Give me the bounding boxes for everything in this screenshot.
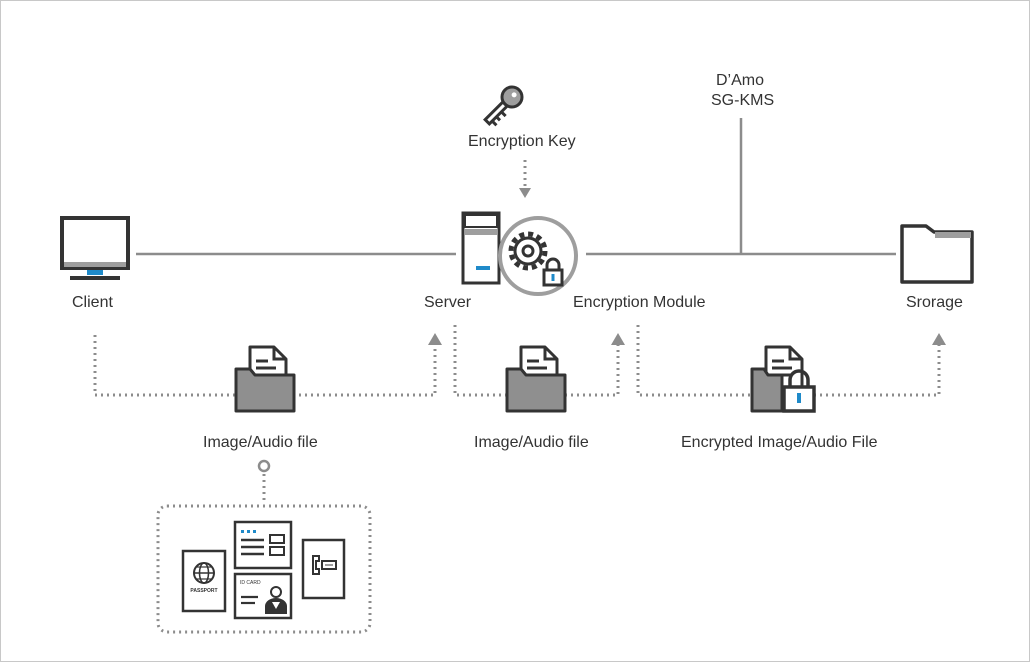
monitor-icon: [60, 216, 130, 280]
audio-device-document: [301, 538, 346, 600]
encryption-module-label: Encryption Module: [573, 294, 706, 311]
arrowhead: [519, 188, 531, 198]
encryption-module-icon: [498, 216, 578, 296]
folder-icon: [900, 224, 974, 284]
flow-module-to-storage: [636, 325, 941, 397]
arrowhead: [611, 333, 625, 345]
file-label-1: Image/Audio file: [203, 434, 318, 451]
server-icon: [461, 211, 501, 285]
file-folder-icon: [234, 345, 296, 413]
encrypted-file-icon: [750, 345, 816, 413]
connector-ring: [257, 459, 271, 473]
gear-icon: [508, 231, 548, 271]
arrowheads: [428, 188, 946, 345]
person-icon: [265, 586, 287, 614]
kms-label-line2: SG-KMS: [711, 92, 775, 109]
id-card-text: ID CARD: [240, 580, 261, 586]
server-label: Server: [424, 294, 472, 311]
documents-box-border: [156, 504, 372, 634]
lock-icon: [542, 257, 564, 287]
arrowhead: [428, 333, 442, 345]
connection-lines: [136, 118, 896, 256]
passport-text: PASSPORT: [190, 588, 217, 594]
client-label: Client: [72, 294, 113, 311]
passport-document: PASSPORT: [181, 549, 227, 613]
file-label-2: Image/Audio file: [474, 434, 589, 451]
id-card-document: ID CARD: [233, 572, 293, 620]
arrowhead: [932, 333, 946, 345]
file-folder-icon: [505, 345, 567, 413]
lock-icon: [782, 369, 816, 413]
encryption-key-label: Encryption Key: [468, 133, 576, 150]
file-label-3: Encrypted Image/Audio File: [681, 434, 878, 451]
key-icon: [483, 85, 524, 127]
globe-icon: [193, 562, 215, 584]
kms-label-line1: D’Amo: [716, 72, 765, 89]
storage-label: Srorage: [906, 294, 963, 311]
form-document: [233, 520, 293, 570]
phone-icon: [312, 555, 337, 575]
